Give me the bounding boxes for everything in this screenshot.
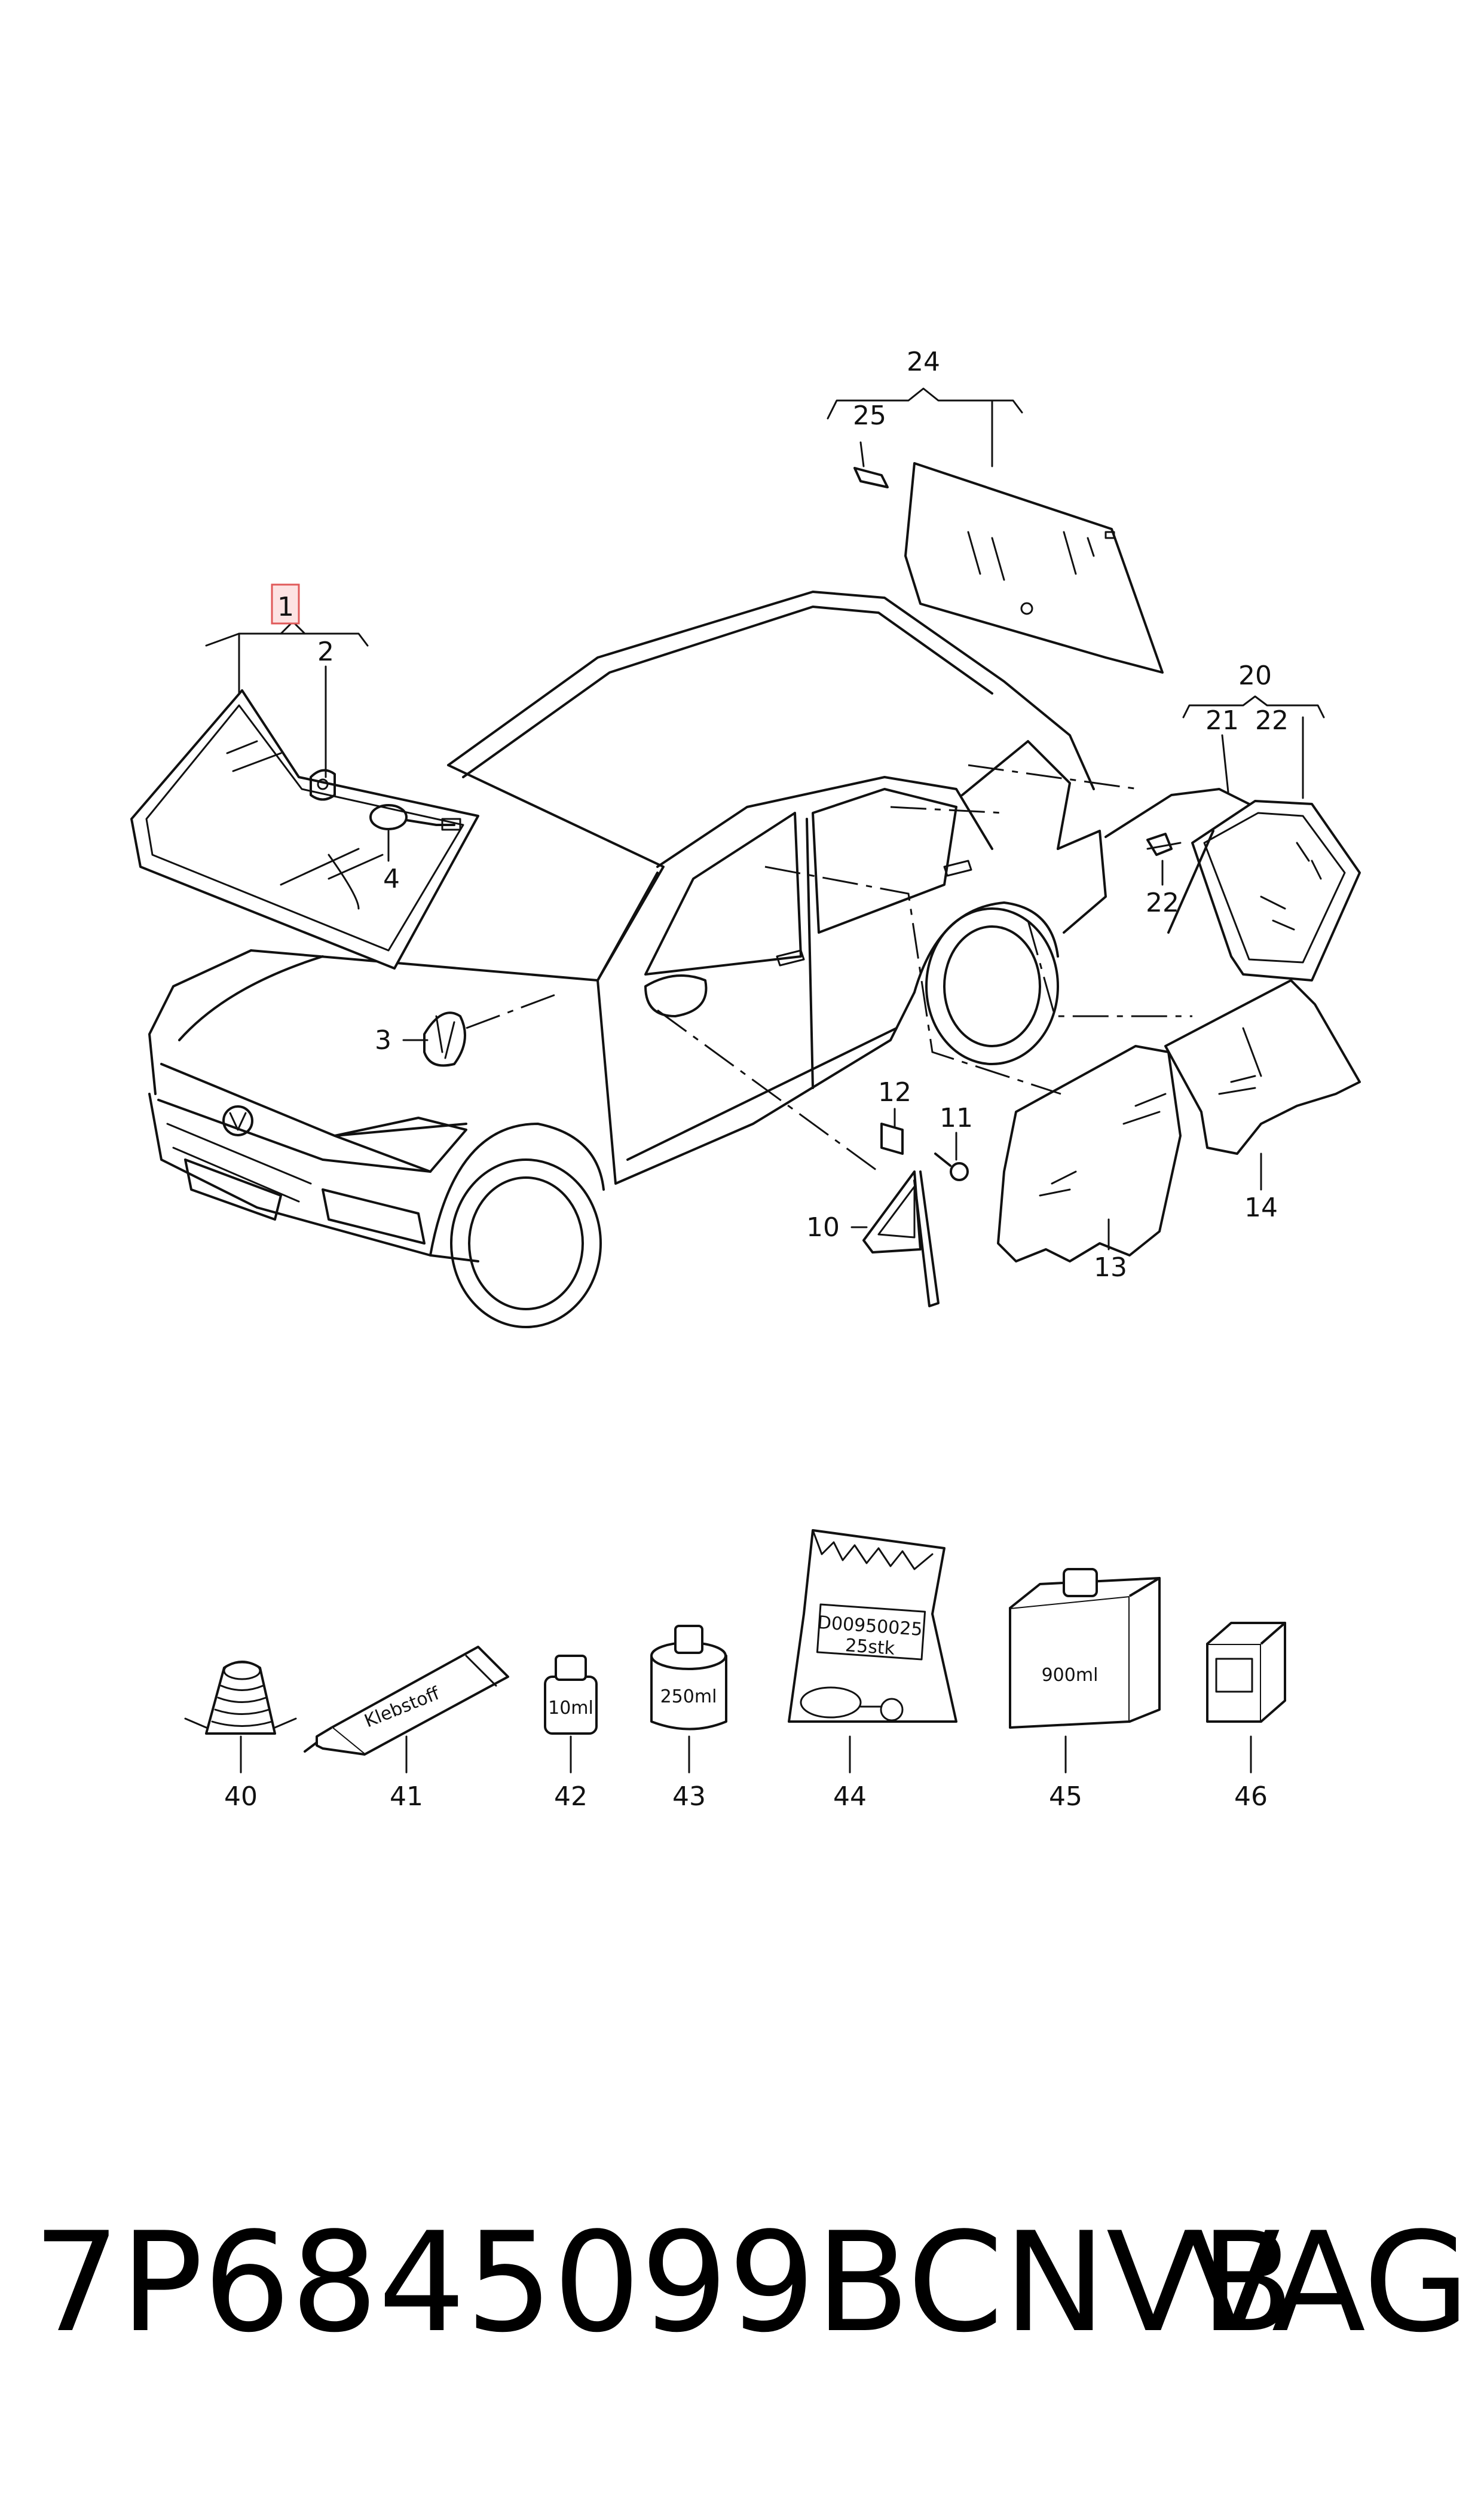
car-outline xyxy=(148,591,1107,1328)
callout-4[interactable]: 4 xyxy=(383,864,400,894)
callout-13[interactable]: 13 xyxy=(1094,1252,1127,1283)
small-bottle: 10ml xyxy=(544,1655,598,1735)
front-door-glass xyxy=(997,1045,1182,1262)
callout-40[interactable]: 40 xyxy=(224,1781,258,1812)
parts-bag: D00950025 25stk xyxy=(788,1529,957,1723)
callout-1[interactable]: 1 xyxy=(277,592,294,622)
callout-20[interactable]: 20 xyxy=(1238,661,1272,691)
cube-block xyxy=(1206,1622,1286,1723)
callout-12[interactable]: 12 xyxy=(878,1077,911,1108)
callout-43[interactable]: 43 xyxy=(672,1781,706,1812)
callout-11[interactable]: 11 xyxy=(940,1103,973,1133)
callout-24[interactable]: 24 xyxy=(907,347,940,377)
sealing-ring-cone xyxy=(184,1661,297,1735)
leader-lines xyxy=(205,387,1325,1774)
callout-21[interactable]: 21 xyxy=(1205,705,1239,736)
bag-label-line2: 25stk xyxy=(844,1635,896,1659)
rear-window-glass xyxy=(904,462,1164,674)
part-number: 7P6845099BCNVB xyxy=(33,2203,1295,2363)
callout-14[interactable]: 14 xyxy=(1244,1193,1278,1223)
can-label: 250ml xyxy=(660,1686,717,1707)
quarter-glass xyxy=(1104,788,1361,982)
mirror-mount xyxy=(310,769,336,801)
callout-44[interactable]: 44 xyxy=(833,1781,867,1812)
callout-46[interactable]: 46 xyxy=(1234,1781,1268,1812)
callout-22-bottom[interactable]: 22 xyxy=(1146,888,1179,918)
rear-door-glass xyxy=(1164,979,1361,1155)
callout-22-top[interactable]: 22 xyxy=(1255,705,1289,736)
rear-window-spacer xyxy=(853,467,889,488)
bottle-label: 10ml xyxy=(548,1698,593,1719)
washer-nozzle xyxy=(423,1011,466,1067)
alignment-lines xyxy=(466,764,1192,1173)
callout-42[interactable]: 42 xyxy=(554,1781,588,1812)
callout-labels: 1 2 3 4 10 11 12 13 14 20 21 22 22 24 25… xyxy=(224,347,1289,1812)
callout-45[interactable]: 45 xyxy=(1049,1781,1082,1812)
windshield-glass xyxy=(130,689,479,970)
callout-3[interactable]: 3 xyxy=(375,1025,391,1056)
brand-name: VAG xyxy=(1186,2203,1470,2363)
triangle-glass xyxy=(862,1170,940,1307)
callout-1-highlight xyxy=(271,583,300,625)
callout-10[interactable]: 10 xyxy=(806,1212,840,1243)
stud xyxy=(880,1123,904,1155)
callout-25[interactable]: 25 xyxy=(853,401,886,431)
callout-2[interactable]: 2 xyxy=(317,637,334,667)
rain-sensor xyxy=(369,804,461,831)
bolt xyxy=(934,1152,969,1181)
box-label: 900ml xyxy=(1042,1665,1099,1686)
primer-can: 250ml xyxy=(650,1625,727,1731)
cleaner-container: 900ml xyxy=(1009,1568,1161,1729)
callout-41[interactable]: 41 xyxy=(390,1781,423,1812)
